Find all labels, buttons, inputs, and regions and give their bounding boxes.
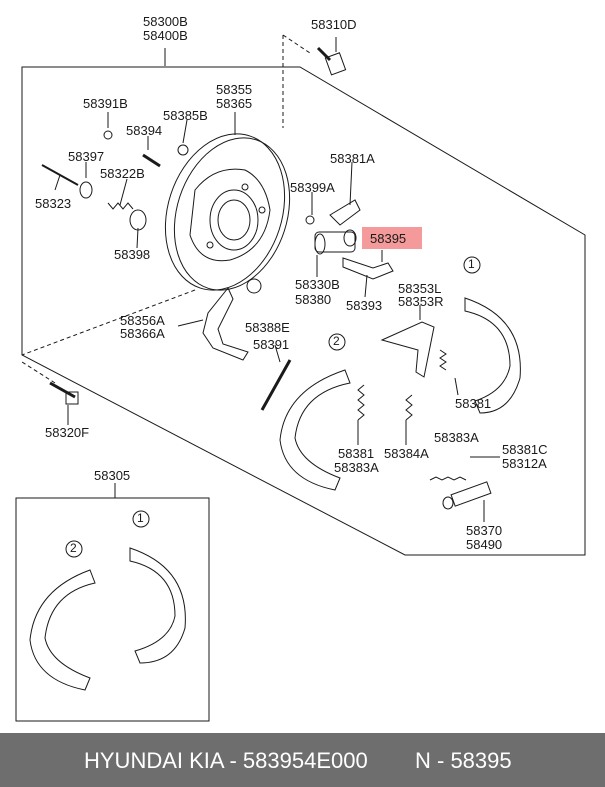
part-label: 58385B <box>163 108 208 123</box>
part-label: 58397 <box>68 149 105 164</box>
part-label: 58322B <box>100 166 145 181</box>
callout-number: 1 <box>468 257 475 271</box>
part-label: 58399A <box>290 180 335 195</box>
part-label: 58388E <box>245 320 290 335</box>
adjuster-assembly <box>442 481 492 510</box>
brake-shoe-2-kit <box>29 540 96 691</box>
callout-number: 2 <box>70 541 77 555</box>
part-label: 58384A <box>384 446 429 461</box>
part-label: 58391B <box>83 96 128 111</box>
part-label: 58398 <box>114 247 151 262</box>
part-label: 58490 <box>466 537 503 552</box>
part-label: 58353L <box>398 281 442 296</box>
part-label: 58330B <box>295 277 340 292</box>
part-label: 58370 <box>466 523 503 538</box>
highlight-box <box>362 227 422 249</box>
brand-part-number: HYUNDAI KIA - 583954E000 <box>84 748 368 773</box>
callout-number: 2 <box>333 334 340 348</box>
part-label: 58310D <box>311 17 357 32</box>
part-label: 58320F <box>45 425 90 440</box>
part-label: 58365 <box>216 96 253 111</box>
part-label: 58381 <box>338 446 375 461</box>
shoe-kit-frame <box>15 497 210 722</box>
part-label: 58300B <box>143 14 188 29</box>
part-label: 58312A <box>502 456 547 471</box>
part-label: 58400B <box>143 28 188 43</box>
parking-lever <box>202 287 249 361</box>
projection-lines <box>21 34 311 384</box>
reference-number: N - 58395 <box>415 748 512 773</box>
part-label: 58305 <box>94 468 131 483</box>
adjuster-lever <box>342 257 394 280</box>
part-label: 58393 <box>346 298 383 313</box>
return-springs <box>357 349 467 481</box>
wheel-cylinder <box>314 229 357 255</box>
part-number-banner: HYUNDAI KIA - 583954E000 N - 58395 <box>0 733 605 787</box>
part-label: 58355 <box>216 82 253 97</box>
backing-plate <box>164 133 291 291</box>
brake-shoe-2-main <box>279 333 351 491</box>
leader-lines <box>54 37 500 522</box>
part-label: 58394 <box>126 123 163 138</box>
part-label: 58380 <box>295 292 332 307</box>
part-label: 58356A <box>120 313 165 328</box>
exploded-view-drawing <box>15 34 586 722</box>
part-label: 58391 <box>253 337 290 352</box>
callout-number: 1 <box>137 511 144 525</box>
part-label: 58353R <box>398 294 444 309</box>
strut-plate <box>380 321 435 378</box>
part-label: 58383A <box>334 460 379 475</box>
hardware-parts <box>41 46 361 405</box>
brake-shoe-1-kit <box>129 510 186 664</box>
part-label: 58366A <box>120 326 165 341</box>
part-label: 58323 <box>35 196 72 211</box>
brake-shoe-1-main <box>463 256 521 414</box>
part-label-highlighted: 58395 <box>370 231 407 246</box>
part-label: 58381C <box>502 442 548 457</box>
part-label: 58381A <box>330 151 375 166</box>
part-label: 58381 <box>455 396 492 411</box>
part-label: 58383A <box>434 430 479 445</box>
adjuster-rod <box>260 359 292 411</box>
